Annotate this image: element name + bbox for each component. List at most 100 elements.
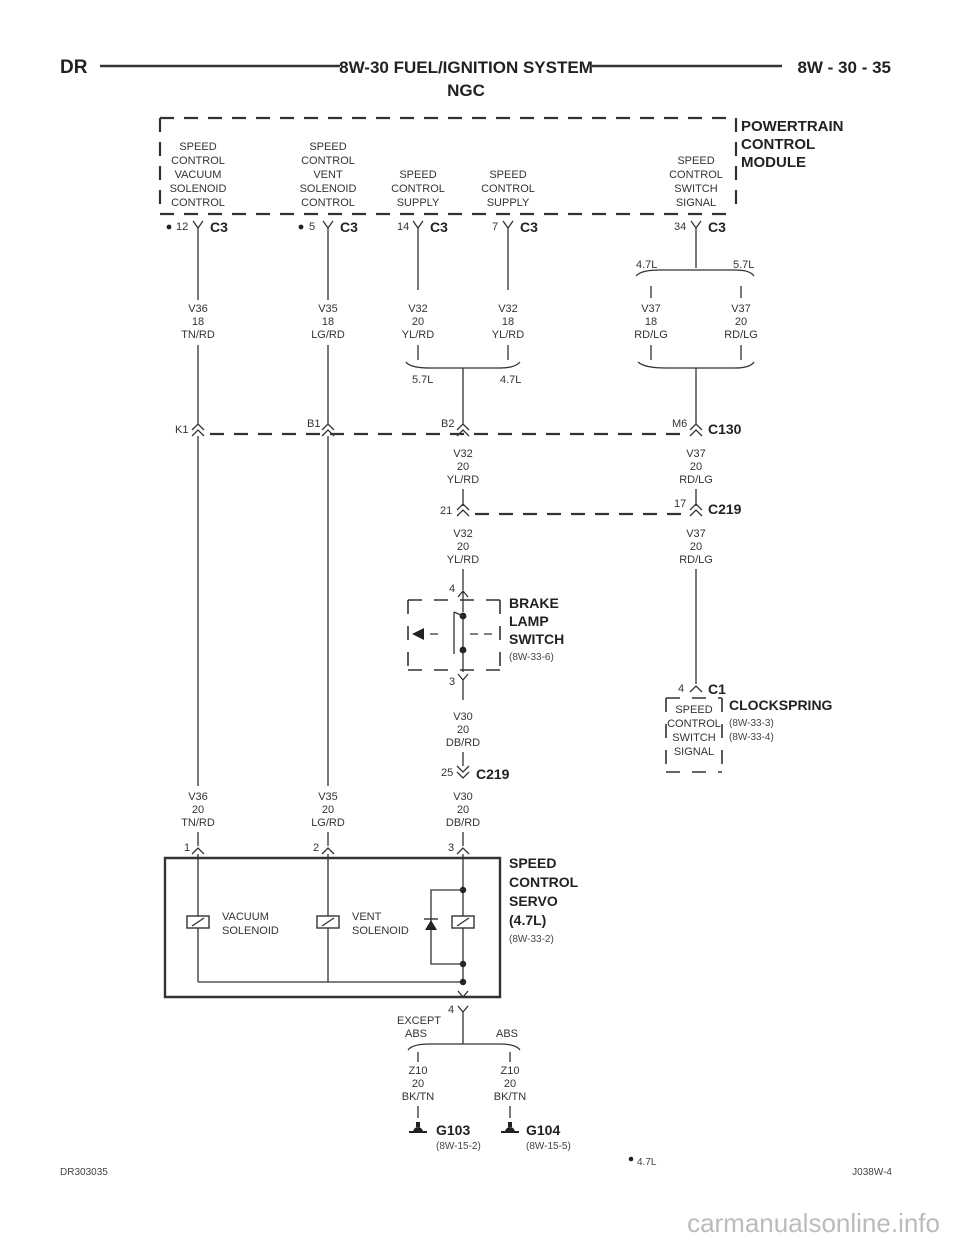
svg-text:TN/RD: TN/RD xyxy=(181,329,215,341)
svg-text:YL/RD: YL/RD xyxy=(492,329,524,341)
svg-text:SWITCH: SWITCH xyxy=(509,631,564,647)
svg-text:20: 20 xyxy=(690,461,702,473)
svg-text:Z10: Z10 xyxy=(409,1065,428,1077)
servo-wire-labels: V36 20 TN/RD V35 20 LG/RD V30 20 DB/RD xyxy=(181,791,480,829)
svg-text:TN/RD: TN/RD xyxy=(181,817,215,829)
c219-upper-label: C219 xyxy=(708,501,742,517)
svg-text:V37: V37 xyxy=(641,303,661,315)
brake-switch-wire-labels: V30 20 DB/RD xyxy=(446,711,480,749)
svg-text:20: 20 xyxy=(457,461,469,473)
svg-text:SPEED: SPEED xyxy=(675,704,712,716)
svg-text:Z10: Z10 xyxy=(501,1065,520,1077)
pcm-name-3: MODULE xyxy=(741,154,806,171)
svg-text:CONTROL: CONTROL xyxy=(171,197,225,209)
svg-text:(8W-33-2): (8W-33-2) xyxy=(509,934,554,945)
svg-text:20: 20 xyxy=(322,804,334,816)
svg-text:SPEED: SPEED xyxy=(399,169,436,181)
pcm-output-wire-labels: V36 18 TN/RD V35 18 LG/RD V32 20 YL/RD V… xyxy=(181,303,524,341)
svg-text:V35: V35 xyxy=(318,791,338,803)
svg-text:SOLENOID: SOLENOID xyxy=(352,925,409,937)
c130-wire-labels: V32 20 YL/RD V37 20 RD/LG xyxy=(447,448,713,486)
svg-text:SERVO: SERVO xyxy=(509,893,558,909)
svg-text:YL/RD: YL/RD xyxy=(402,329,434,341)
svg-text:G104: G104 xyxy=(526,1122,560,1138)
svg-text:SOLENOID: SOLENOID xyxy=(222,925,279,937)
svg-text:(4.7L): (4.7L) xyxy=(509,912,546,928)
connector-c130: K1 B1 B2 M6 C130 xyxy=(175,418,742,440)
svg-text:21: 21 xyxy=(440,505,452,517)
svg-text:17: 17 xyxy=(674,498,686,510)
svg-text:G103: G103 xyxy=(436,1122,470,1138)
header-title: 8W-30 FUEL/IGNITION SYSTEM xyxy=(339,58,593,77)
pin-34: 34 xyxy=(674,221,686,233)
svg-text:1: 1 xyxy=(184,842,190,854)
svg-text:20: 20 xyxy=(504,1078,516,1090)
svg-text:DB/RD: DB/RD xyxy=(446,737,480,749)
svg-text:(8W-33-4): (8W-33-4) xyxy=(729,732,774,743)
svg-text:VACUUM: VACUUM xyxy=(222,911,269,923)
svg-text:SIGNAL: SIGNAL xyxy=(676,197,716,209)
svg-text:25: 25 xyxy=(441,767,453,779)
svg-text:SPEED: SPEED xyxy=(509,855,556,871)
c3-label-3: C3 xyxy=(430,219,448,235)
svg-text:20: 20 xyxy=(735,316,747,328)
header-subtitle: NGC xyxy=(447,81,485,100)
pcm-pin-12-label: SPEED CONTROL VACUUM SOLENOID CONTROL xyxy=(170,141,227,209)
svg-text:SPEED: SPEED xyxy=(489,169,526,181)
v32-engine-splice: 5.7L 4.7L xyxy=(405,345,521,424)
servo-connector-pins: 1 2 3 xyxy=(184,832,470,855)
svg-text:LAMP: LAMP xyxy=(509,613,549,629)
svg-text:V32: V32 xyxy=(498,303,518,315)
svg-text:ABS: ABS xyxy=(496,1028,518,1040)
svg-text:M6: M6 xyxy=(672,418,687,430)
svg-text:V36: V36 xyxy=(188,303,208,315)
powertrain-control-module: POWERTRAIN CONTROL MODULE SPEED CONTROL … xyxy=(158,116,844,216)
svg-text:V36: V36 xyxy=(188,791,208,803)
svg-text:V32: V32 xyxy=(408,303,428,315)
svg-text:5.7L: 5.7L xyxy=(733,259,754,271)
pcm-name-2: CONTROL xyxy=(741,136,815,153)
svg-text:YL/RD: YL/RD xyxy=(447,474,479,486)
svg-text:18: 18 xyxy=(322,316,334,328)
svg-text:V37: V37 xyxy=(686,448,706,460)
svg-text:SOLENOID: SOLENOID xyxy=(300,183,357,195)
pin-5: 5 xyxy=(309,221,315,233)
svg-text:4.7L: 4.7L xyxy=(636,259,657,271)
pin-14: 14 xyxy=(397,221,409,233)
svg-text:VENT: VENT xyxy=(313,169,343,181)
svg-text:(8W-15-5): (8W-15-5) xyxy=(526,1141,571,1152)
svg-text:20: 20 xyxy=(457,804,469,816)
svg-text:K1: K1 xyxy=(175,424,188,436)
svg-text:CONTROL: CONTROL xyxy=(391,183,445,195)
svg-text:SPEED: SPEED xyxy=(179,141,216,153)
c3-label-4: C3 xyxy=(520,219,538,235)
svg-text:20: 20 xyxy=(457,724,469,736)
footer-ref: J038W-4 xyxy=(852,1167,892,1178)
svg-text:BK/TN: BK/TN xyxy=(494,1091,526,1103)
c3-label-5: C3 xyxy=(708,219,726,235)
svg-text:20: 20 xyxy=(412,316,424,328)
c3-label-2: C3 xyxy=(340,219,358,235)
pin-12: 12 xyxy=(176,221,188,233)
svg-text:V32: V32 xyxy=(453,528,473,540)
svg-text:20: 20 xyxy=(457,541,469,553)
svg-text:18: 18 xyxy=(192,316,204,328)
svg-text:B2: B2 xyxy=(441,418,454,430)
svg-text:CONTROL: CONTROL xyxy=(301,197,355,209)
svg-text:VENT: VENT xyxy=(352,911,382,923)
svg-text:SPEED: SPEED xyxy=(309,141,346,153)
pcm-name-1: POWERTRAIN xyxy=(741,118,844,135)
ground-g103: G103 (8W-15-2) xyxy=(409,1122,481,1152)
svg-text:CONTROL: CONTROL xyxy=(301,155,355,167)
svg-text:3: 3 xyxy=(449,676,455,688)
svg-text:RD/LG: RD/LG xyxy=(679,554,713,566)
svg-text:SUPPLY: SUPPLY xyxy=(397,197,440,209)
connector-c219-upper: 21 17 C219 xyxy=(440,498,742,517)
header-page-number: 8W - 30 - 35 xyxy=(797,58,891,77)
svg-text:LG/RD: LG/RD xyxy=(311,329,345,341)
clockspring: 4 C1 SPEED CONTROL SWITCH SIGNAL CLOCKSP… xyxy=(665,681,833,773)
svg-text:5.7L: 5.7L xyxy=(412,374,433,386)
svg-text:BRAKE: BRAKE xyxy=(509,595,559,611)
svg-text:VACUUM: VACUUM xyxy=(175,169,222,181)
